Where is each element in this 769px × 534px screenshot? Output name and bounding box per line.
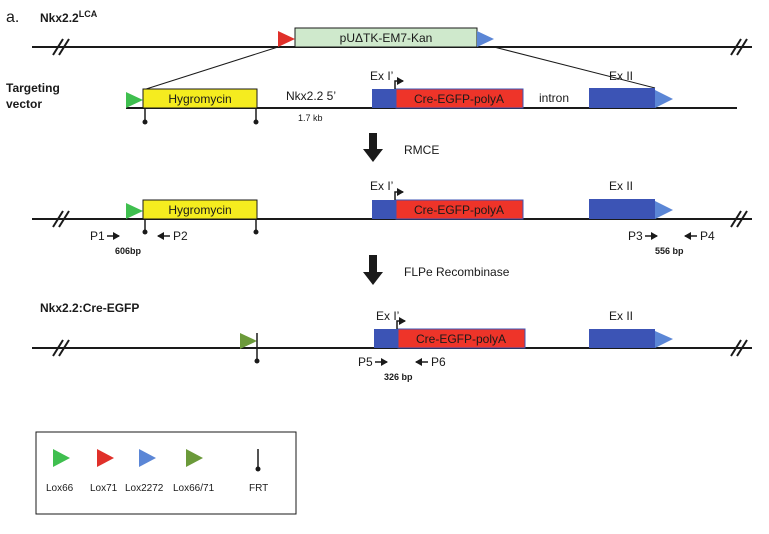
amplicon-p5-p6: 326 bp <box>384 372 413 382</box>
targeting-vector-label-2: vector <box>6 97 42 111</box>
break-mark-right-3 <box>730 210 748 228</box>
frt-site-1 <box>142 108 148 125</box>
legend-lox66-icon <box>53 449 70 467</box>
exon2-label-4: Ex II <box>609 309 633 323</box>
cassette-label: pUΔTK-EM7-Kan <box>340 31 433 45</box>
targeting-vector-row: Targeting vector Hygromycin Nkx2.2 5’ 1.… <box>6 69 737 125</box>
cre-egfp-label-3: Cre-EGFP-polyA <box>414 203 504 217</box>
panel-label: a. <box>6 9 19 26</box>
amplicon-p3-p4: 556 bp <box>655 246 684 256</box>
lox71-site <box>278 31 295 47</box>
cre-egfp-box <box>395 88 524 109</box>
tss-arrow <box>394 77 404 89</box>
break-mark-left-3 <box>52 210 70 228</box>
step-arrow-flpe: FLPe Recombinase <box>363 255 510 285</box>
tss-arrow-4 <box>396 317 406 329</box>
frt-site-3b <box>253 219 259 235</box>
lca-locus-row: pUΔTK-EM7-Kan <box>32 27 752 56</box>
lox2272-site <box>477 31 494 47</box>
legend-lox2272-icon <box>139 449 156 467</box>
break-mark-right <box>730 38 748 56</box>
lox66-71-site <box>240 333 257 349</box>
primer-p3-label: P3 <box>628 229 643 243</box>
tss-arrow-3 <box>394 188 404 200</box>
hygromycin-box-3 <box>142 199 258 220</box>
legend-frt-label: FRT <box>249 483 268 494</box>
targeting-vector-label-1: Targeting <box>6 81 60 95</box>
lox66-site-3 <box>126 203 143 219</box>
break-mark-right-4 <box>730 339 748 357</box>
exon1-box <box>372 89 396 108</box>
break-mark-left-4 <box>52 339 70 357</box>
exon2-box-4 <box>589 329 655 348</box>
frt-site-3a <box>142 219 148 235</box>
exon1-label-3: Ex I’ <box>370 179 393 193</box>
break-mark-left <box>52 38 70 56</box>
hygromycin-label-3: Hygromycin <box>168 203 231 217</box>
exon2-label-3: Ex II <box>609 179 633 193</box>
primer-p1-label: P1 <box>90 229 105 243</box>
exon2-box-3 <box>589 199 655 219</box>
lox2272-site-2 <box>655 90 673 108</box>
legend-frt-icon <box>255 449 261 472</box>
legend-lox66-71-icon <box>186 449 203 467</box>
connector-left <box>142 46 279 91</box>
intron-label: intron <box>539 91 569 105</box>
allele-title: Nkx2.2:Cre-EGFP <box>40 301 139 315</box>
primer-p6-label: P6 <box>431 355 446 369</box>
exon1-box-4 <box>374 329 398 348</box>
lox66-site <box>126 92 143 108</box>
connector-right <box>493 46 656 89</box>
legend-box <box>35 431 297 515</box>
hygromycin-label: Hygromycin <box>168 92 231 106</box>
legend-lox71-icon <box>97 449 114 467</box>
legend-lox2272-label: Lox2272 <box>125 483 164 494</box>
cre-egfp-label-4: Cre-EGFP-polyA <box>416 332 506 346</box>
exon1-label-4: Ex I’ <box>376 309 399 323</box>
rmce-allele-row: Hygromycin Cre-EGFP-polyA Ex I’ Ex II P1… <box>32 179 752 256</box>
construct-title: Nkx2.2LCA <box>40 9 98 25</box>
final-allele-row: Nkx2.2:Cre-EGFP Cre-EGFP-polyA Ex I’ Ex … <box>32 301 752 382</box>
primer-p5-label: P5 <box>358 355 373 369</box>
frt-site-2 <box>253 108 259 125</box>
lox2272-site-3 <box>655 201 673 219</box>
hygromycin-box <box>142 88 258 109</box>
lox2272-site-4 <box>655 331 673 348</box>
legend-lox66-label: Lox66 <box>46 483 74 494</box>
legend-lox66-71-label: Lox66/71 <box>173 483 215 494</box>
primer-p4-label: P4 <box>700 229 715 243</box>
exon1-box-3 <box>372 200 396 219</box>
cre-egfp-label: Cre-EGFP-polyA <box>414 92 504 106</box>
frt-site-4 <box>254 333 260 364</box>
legend-lox71-label: Lox71 <box>90 483 118 494</box>
cre-egfp-box-4 <box>397 328 526 349</box>
homology-arm-label: Nkx2.2 5’ <box>286 89 336 103</box>
flpe-label: FLPe Recombinase <box>404 265 510 279</box>
legend: Lox66 Lox71 Lox2272 Lox66/71 FRT <box>35 431 297 515</box>
step-arrow-rmce: RMCE <box>363 133 439 162</box>
rmce-label: RMCE <box>404 143 439 157</box>
primer-p2-label: P2 <box>173 229 188 243</box>
amplicon-p1-p2: 606bp <box>115 246 142 256</box>
exon2-label: Ex II <box>609 69 633 83</box>
homology-arm-size: 1.7 kb <box>298 113 323 123</box>
exon1-label: Ex I’ <box>370 69 393 83</box>
exon2-box <box>589 88 655 108</box>
cre-egfp-box-3 <box>395 199 524 220</box>
